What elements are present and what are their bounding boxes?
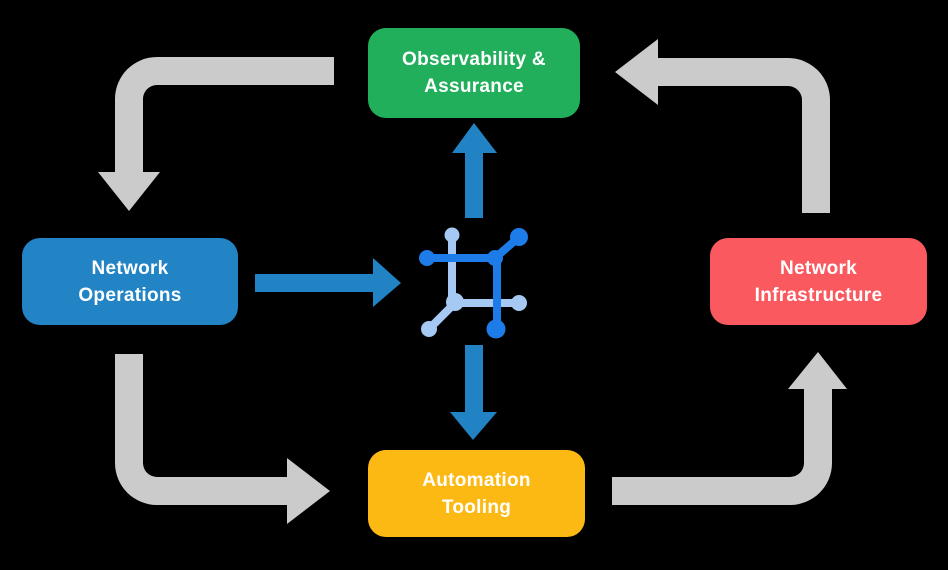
- flow-arrow-icon-to-automation: [450, 345, 497, 440]
- network-infrastructure-box: Network Infrastructure: [710, 238, 927, 325]
- cycle-arrow-operations-to-automation: [115, 354, 330, 524]
- network-infrastructure-label: Network Infrastructure: [754, 257, 883, 306]
- observability-assurance-label: Observability & Assurance: [402, 49, 546, 97]
- flow-arrow-operations-to-icon: [255, 258, 401, 307]
- network-automation-icon: [419, 227, 528, 339]
- observability-assurance-box: Observability & Assurance: [368, 28, 580, 118]
- cycle-arrow-infrastructure-to-observability: [615, 39, 830, 213]
- automation-tooling-box: Automation Tooling: [368, 450, 585, 537]
- flow-arrow-icon-to-observability: [452, 123, 497, 218]
- network-operations-box: Network Operations: [22, 238, 238, 325]
- automation-tooling-label: Automation Tooling: [422, 469, 531, 518]
- network-operations-label: Network Operations: [78, 257, 182, 306]
- cycle-arrow-automation-to-infrastructure: [612, 352, 847, 505]
- cycle-arrow-observability-to-operations: [98, 57, 334, 211]
